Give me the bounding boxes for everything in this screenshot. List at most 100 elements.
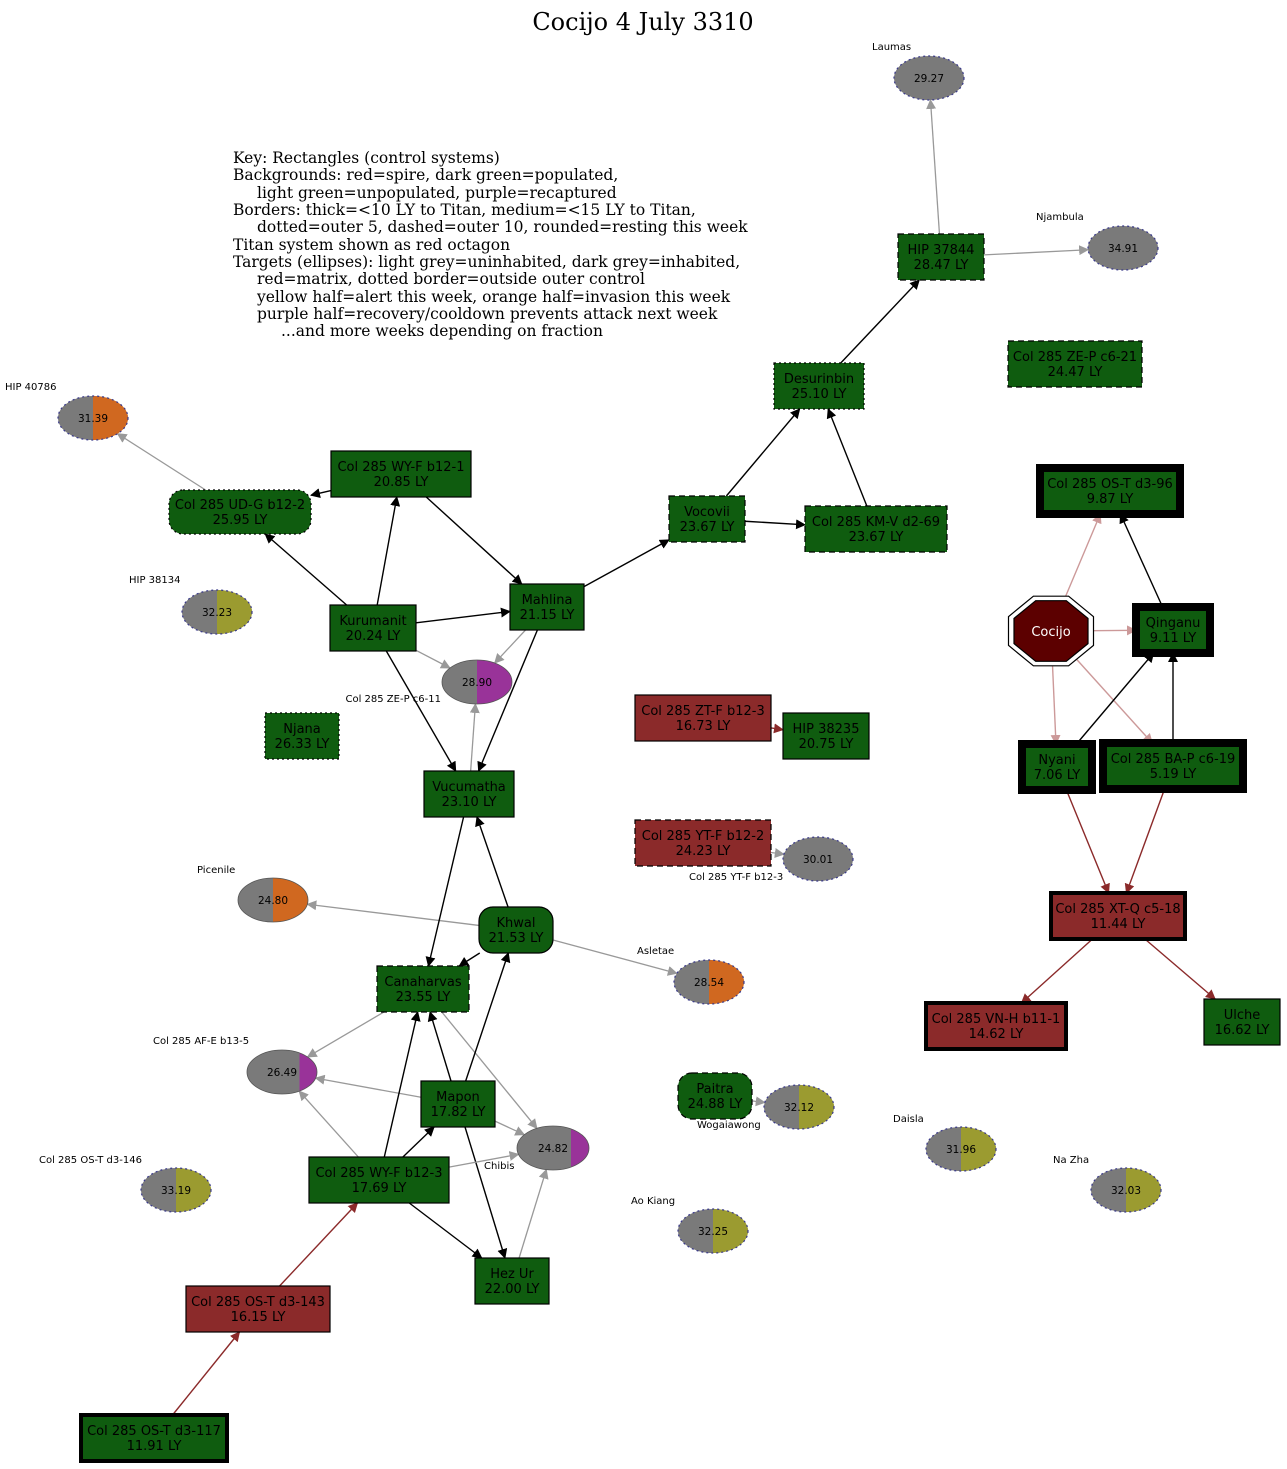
edge-hip37844-to-njambula	[983, 245, 1090, 256]
system-name: Khwal	[497, 916, 536, 931]
system-name: Col 285 OS-T d3-143	[191, 1295, 325, 1310]
system-distance: 24.23 LY	[676, 844, 731, 859]
target-name: Col 285 OS-T d3-146	[39, 1155, 142, 1166]
target-distance: 31.96	[946, 1144, 976, 1156]
edge-mapon-to-canaharvas	[427, 1011, 452, 1082]
key-legend: Key: Rectangles (control systems) Backgr…	[233, 149, 748, 340]
edge-hip37844-to-laumas	[926, 98, 941, 235]
system-name: Qinganu	[1146, 616, 1201, 631]
system-box	[420, 1080, 496, 1128]
system-name: Col 285 ZT-F b12-3	[641, 704, 764, 719]
system-node-ost96[interactable]: Col 285 OS-T d3-969.87 LY	[1036, 464, 1184, 518]
system-name: Njana	[283, 722, 321, 737]
edge-hezur-to-chibis	[518, 1168, 549, 1259]
target-outline	[763, 1084, 835, 1130]
system-node-vnh[interactable]: Col 285 VN-H b11-114.62 LY	[924, 1001, 1068, 1051]
edge-mapon-to-chibis	[494, 1120, 526, 1136]
key-line: Titan system shown as red octagon	[233, 236, 510, 254]
system-distance: 23.67 LY	[849, 530, 904, 545]
system-box	[1099, 739, 1247, 793]
system-name: Mahlina	[522, 593, 573, 608]
system-box	[423, 770, 515, 818]
target-distance: 30.01	[803, 854, 833, 866]
edge-mahlina-to-vocovii	[583, 539, 670, 588]
system-distance: 11.44 LY	[1091, 917, 1146, 932]
edge-paitra-to-wogaiawong	[751, 1096, 766, 1107]
system-name: Col 285 WY-F b12-1	[337, 460, 464, 475]
edge-khwal-to-vucumatha	[475, 816, 509, 908]
edge-khwal-to-picenile	[306, 900, 480, 927]
edge-kurumanit-to-wyf121	[376, 496, 401, 606]
system-distance: 20.24 LY	[346, 629, 401, 644]
edge-mapon-to-khwal	[465, 952, 511, 1082]
edge-wyf121-to-mahlina	[425, 496, 523, 585]
edge-ztf-to-hip38235	[770, 723, 784, 734]
target-distance: 28.90	[462, 677, 492, 689]
system-node-ztf[interactable]: Col 285 ZT-F b12-316.73 LY	[634, 694, 772, 742]
target-name: Picenile	[197, 865, 235, 876]
system-node-udg[interactable]: Col 285 UD-G b12-225.95 LY	[168, 489, 312, 535]
edge-canaharvas-to-chibis	[441, 1011, 538, 1130]
system-node-wyf121[interactable]: Col 285 WY-F b12-120.85 LY	[330, 450, 472, 498]
system-name: Kurumanit	[339, 614, 406, 629]
edge-bap-to-xtq	[1124, 788, 1166, 894]
titan-node[interactable]: Cocijo	[1007, 595, 1095, 667]
target-outline	[925, 1126, 997, 1172]
system-name: HIP 38235	[793, 722, 860, 737]
system-node-wyf123[interactable]: Col 285 WY-F b12-317.69 LY	[308, 1156, 450, 1204]
system-node-bap[interactable]: Col 285 BA-P c6-195.19 LY	[1099, 739, 1247, 793]
system-node-ytf[interactable]: Col 285 YT-F b12-224.23 LY	[634, 819, 772, 867]
system-box	[79, 1413, 229, 1463]
system-name: Col 285 OS-T d3-117	[87, 1424, 221, 1439]
edge-vucumatha-to-zep11	[469, 702, 480, 772]
system-name: Col 285 VN-H b11-1	[932, 1012, 1061, 1027]
system-name: Vucumatha	[432, 780, 506, 795]
system-name: Canaharvas	[384, 975, 461, 990]
key-line: Targets (ellipses): light grey=uninhabit…	[233, 253, 740, 271]
key-line: Backgrounds: red=spire, dark green=popul…	[233, 166, 618, 184]
system-box	[329, 604, 417, 652]
edge-nyani-to-qinganu	[1075, 652, 1155, 745]
page-title: Cocijo 4 July 3310	[532, 8, 753, 36]
key-line: ...and more weeks depending on fraction	[281, 322, 603, 340]
system-distance: 16.62 LY	[1215, 1023, 1270, 1038]
edge-kurumanit-to-vucumatha	[385, 650, 457, 772]
